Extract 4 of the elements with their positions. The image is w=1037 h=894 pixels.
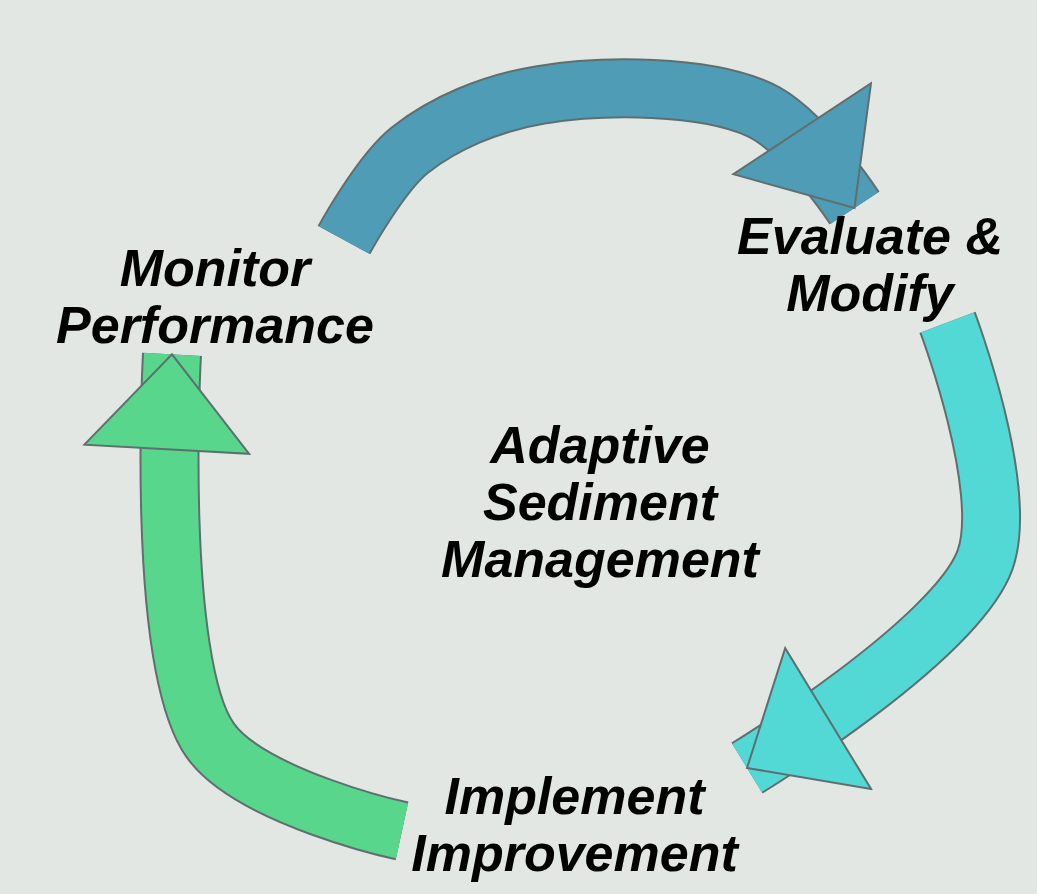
center-title: Adaptive Sediment Management [440, 417, 762, 589]
step-label: Monitor Performance [55, 240, 375, 355]
step-label: Evaluate & Modify [736, 208, 1004, 323]
step-label: Implement Improvement [410, 768, 741, 883]
